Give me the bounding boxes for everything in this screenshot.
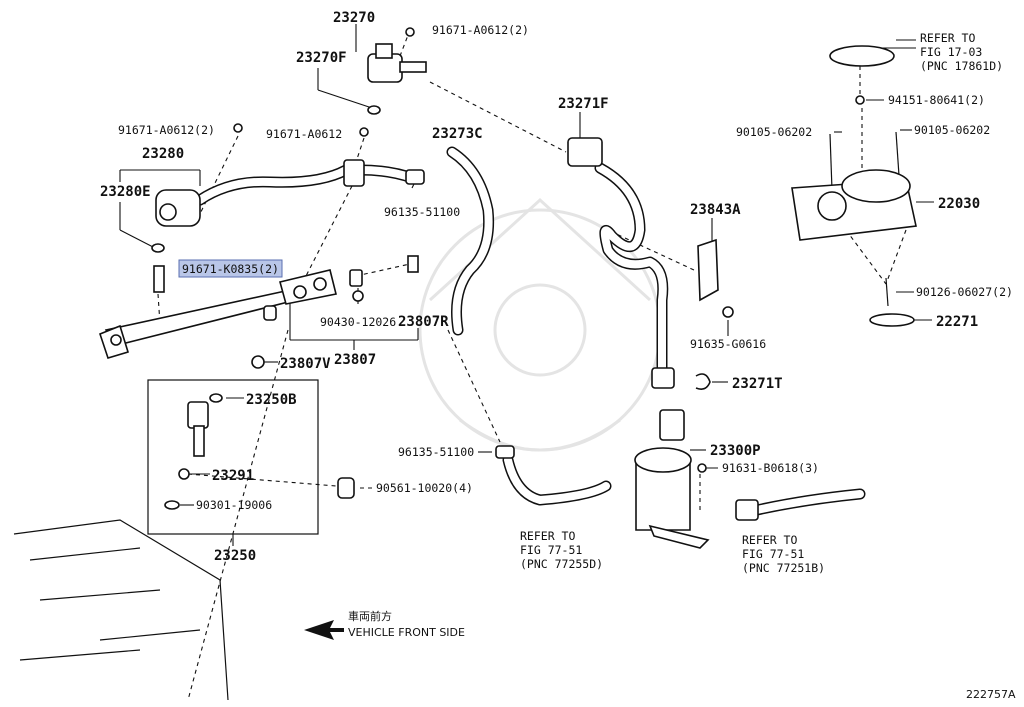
label-22030[interactable]: 22030	[938, 196, 980, 212]
throttle-body-22030	[791, 45, 917, 327]
label-96135-51100-a[interactable]: 96135-51100	[384, 205, 460, 219]
refer-line-2: FIG 77-51	[520, 543, 582, 557]
refer-line-2: FIG 77-51	[742, 547, 804, 561]
label-91631-b0618-3[interactable]: 91631-B0618(3)	[722, 461, 819, 475]
vsv-23280	[151, 123, 425, 253]
label-96135-51100-b[interactable]: 96135-51100	[398, 445, 474, 459]
refer-line-3: (PNC 17861D)	[920, 59, 1003, 73]
label-90430-12026[interactable]: 90430-12026	[320, 315, 396, 329]
direction-label-jp: 車両前方	[348, 609, 392, 623]
vacuum-line-23280	[194, 164, 418, 206]
label-23807v[interactable]: 23807V	[280, 356, 331, 372]
label-23273c[interactable]: 23273C	[432, 126, 483, 142]
label-90126-06027-2[interactable]: 90126-06027(2)	[916, 285, 1013, 299]
hose-23273c	[446, 146, 495, 336]
injector-23250	[164, 393, 355, 510]
refer-line-1: REFER TO	[520, 529, 575, 543]
hose-clamp-96135	[495, 445, 515, 459]
label-23271f[interactable]: 23271F	[558, 96, 609, 112]
label-91671-a0612-2-left[interactable]: 91671-A0612(2)	[118, 123, 215, 137]
label-90561-10020-4[interactable]: 90561-10020(4)	[376, 481, 473, 495]
diagram-code: 222757A	[966, 688, 1016, 701]
hose-refer-77255d	[502, 454, 612, 506]
label-23271t[interactable]: 23271T	[732, 376, 783, 392]
part-labels: 23270 23270F 91671-A0612(2) 91671-A0612(…	[100, 10, 1013, 564]
engine-block-outline	[13, 519, 229, 701]
label-91671-k0835-2[interactable]: 91671-K0835(2)	[182, 262, 279, 276]
label-23807[interactable]: 23807	[334, 352, 376, 368]
refer-fig-17-03[interactable]: REFER TO FIG 17-03 (PNC 17861D)	[920, 31, 1003, 73]
label-91671-a0612-2-top[interactable]: 91671-A0612(2)	[432, 23, 529, 37]
refer-fig-77-51-a[interactable]: REFER TO FIG 77-51 (PNC 77255D)	[520, 529, 603, 571]
hose-23271f	[567, 137, 675, 389]
vsv-23300p	[634, 409, 710, 549]
fuel-delivery-pipe-23807	[99, 255, 419, 369]
label-91635-g0616[interactable]: 91635-G0616	[690, 337, 766, 351]
label-23280e[interactable]: 23280E	[100, 184, 151, 200]
direction-label-en: VEHICLE FRONT SIDE	[348, 626, 465, 639]
vsv-23270	[367, 27, 427, 115]
vehicle-front-arrow-icon	[304, 620, 344, 640]
highlight-box	[178, 259, 283, 278]
bracket-23843a	[695, 238, 734, 390]
label-90301-19006[interactable]: 90301-19006	[196, 498, 272, 512]
label-23250[interactable]: 23250	[214, 548, 256, 564]
refer-line-1: REFER TO	[920, 31, 975, 45]
label-23280[interactable]: 23280	[142, 146, 184, 162]
label-23843a[interactable]: 23843A	[690, 202, 741, 218]
label-91671-a0612[interactable]: 91671-A0612	[266, 127, 342, 141]
refer-fig-77-51-b[interactable]: REFER TO FIG 77-51 (PNC 77251B)	[742, 533, 825, 575]
label-23300p[interactable]: 23300P	[710, 443, 761, 459]
refer-line-1: REFER TO	[742, 533, 797, 547]
label-22271[interactable]: 22271	[936, 314, 978, 330]
refer-line-3: (PNC 77255D)	[520, 557, 603, 571]
refer-line-2: FIG 17-03	[920, 45, 982, 59]
label-23807r[interactable]: 23807R	[398, 314, 449, 330]
refer-line-3: (PNC 77251B)	[742, 561, 825, 575]
label-23250b[interactable]: 23250B	[246, 392, 297, 408]
label-23291[interactable]: 23291	[212, 468, 254, 484]
hose-refer-77251b	[735, 488, 866, 521]
label-94151-80641-2[interactable]: 94151-80641(2)	[888, 93, 985, 107]
label-23270f[interactable]: 23270F	[296, 50, 347, 66]
label-23270[interactable]: 23270	[333, 10, 375, 26]
label-90105-06202-a[interactable]: 90105-06202	[736, 125, 812, 139]
label-90105-06202-b[interactable]: 90105-06202	[914, 123, 990, 137]
